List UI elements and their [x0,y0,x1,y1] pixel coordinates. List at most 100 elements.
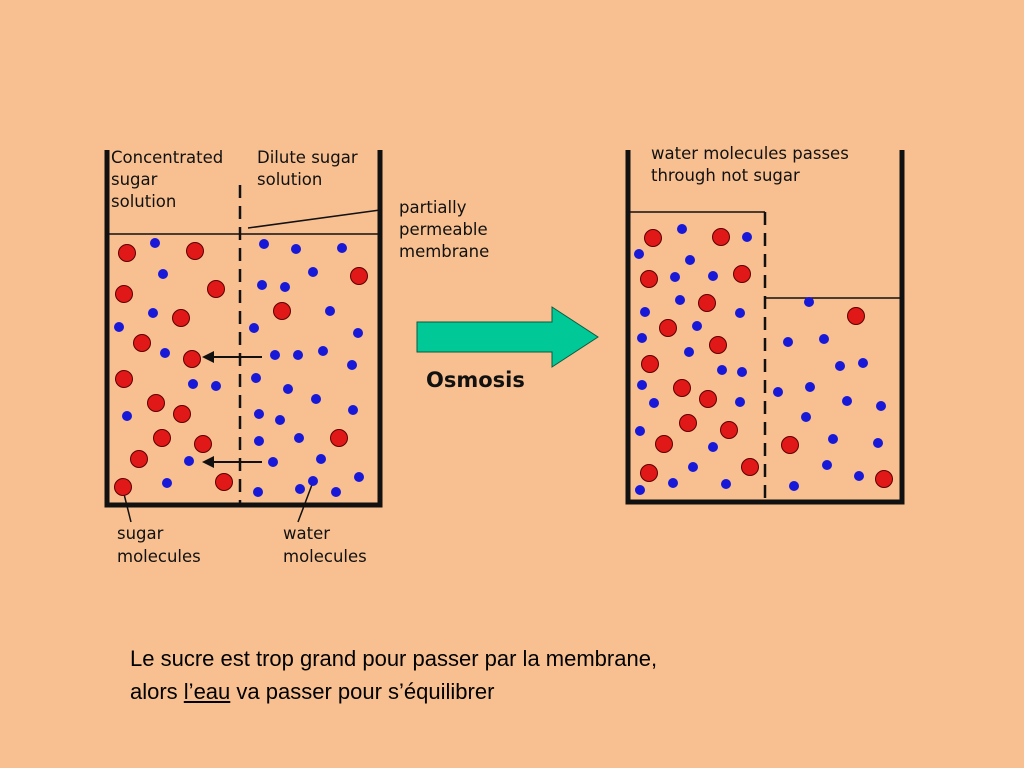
water-molecule [259,239,269,249]
concentrated-line-2: sugar [111,170,158,189]
after-line-2: through not sugar [651,166,800,185]
sugar-label-line-1: sugar [117,524,164,543]
water-molecule [735,397,745,407]
water-molecule [717,365,727,375]
sugar-molecule [640,464,658,482]
sugar-molecule [330,429,348,447]
water-molecule [804,297,814,307]
after-line-1: water molecules passes [651,144,849,163]
water-molecule [251,373,261,383]
membrane-label: partially permeable membrane [399,198,493,261]
water-molecule [347,360,357,370]
sugar-molecule [215,473,233,491]
water-molecule [708,271,718,281]
dilute-line-2: solution [257,170,322,189]
water-molecules-before [114,238,364,497]
water-molecule [737,367,747,377]
sugar-molecule [207,280,225,298]
water-pointer [297,481,314,523]
water-molecule [635,426,645,436]
water-molecule [188,379,198,389]
sugar-label-line-2: molecules [117,547,201,566]
water-molecule [677,224,687,234]
sugar-molecule [699,390,717,408]
water-molecule [668,478,678,488]
water-molecule [294,433,304,443]
water-molecule [873,438,883,448]
water-molecule [184,456,194,466]
sugar-molecule [644,229,662,247]
sugar-molecule [183,350,201,368]
water-molecule [268,457,278,467]
membrane-line-2: permeable [399,220,488,239]
water-molecule [353,328,363,338]
sugar-molecule [115,370,133,388]
sugar-molecule [118,244,136,262]
sugar-molecule [114,478,132,496]
sugar-molecule [130,450,148,468]
water-molecule [114,322,124,332]
water-molecule [685,255,695,265]
water-molecule [316,454,326,464]
water-label-line-2: molecules [283,547,367,566]
sugar-molecule [847,307,865,325]
water-molecule [805,382,815,392]
sugar-molecules-after [640,228,893,488]
after-label: water molecules passes through not sugar [651,144,854,185]
sugar-molecule [659,319,677,337]
sugar-molecule [655,435,673,453]
caption-underlined-word: l’eau [183,679,231,704]
dilute-label: Dilute sugar solution [257,148,363,189]
water-molecule [150,238,160,248]
sugar-molecule [640,270,658,288]
water-molecule [742,232,752,242]
water-molecule [854,471,864,481]
water-molecule [280,282,290,292]
sugar-molecule [673,379,691,397]
sugar-molecules-label: sugar molecules [117,524,201,566]
water-molecule [721,479,731,489]
water-molecule [670,272,680,282]
sugar-molecule [153,429,171,447]
water-molecule [211,381,221,391]
water-molecule [842,396,852,406]
water-molecule [308,476,318,486]
water-molecules-label: water molecules [283,524,367,566]
concentrated-line-3: solution [111,192,176,211]
water-molecule [325,306,335,316]
water-molecule [337,243,347,253]
sugar-molecule [720,421,738,439]
water-molecule [835,361,845,371]
flow-arrow-2 [202,456,262,468]
sugar-molecule [733,265,751,283]
sugar-molecule [712,228,730,246]
sugar-molecule [186,242,204,260]
water-molecule [819,334,829,344]
water-molecule [160,348,170,358]
sugar-molecule [172,309,190,327]
water-molecule [291,244,301,254]
water-molecule [649,398,659,408]
water-molecule [270,350,280,360]
caption: Le sucre est trop grand pour passer par … [130,642,657,708]
water-molecule [637,380,647,390]
water-molecule [293,350,303,360]
water-molecule [708,442,718,452]
water-molecule [876,401,886,411]
water-molecule [640,307,650,317]
water-molecule [692,321,702,331]
osmosis-arrow: Osmosis [416,306,599,392]
caption-line-2-end: va passer pour s’équilibrer [230,679,495,704]
water-molecule [162,478,172,488]
sugar-molecule [698,294,716,312]
water-molecule [828,434,838,444]
caption-line-2-start: alors [130,679,184,704]
membrane-pointer [247,209,381,229]
sugar-molecule [350,267,368,285]
water-molecule [789,481,799,491]
dilute-line-1: Dilute sugar [257,148,358,167]
water-molecule [283,384,293,394]
caption-line-2: alors l’eau va passer pour s’équilibrer [130,675,657,708]
water-molecule [275,415,285,425]
membrane-line-1: partially [399,198,467,217]
